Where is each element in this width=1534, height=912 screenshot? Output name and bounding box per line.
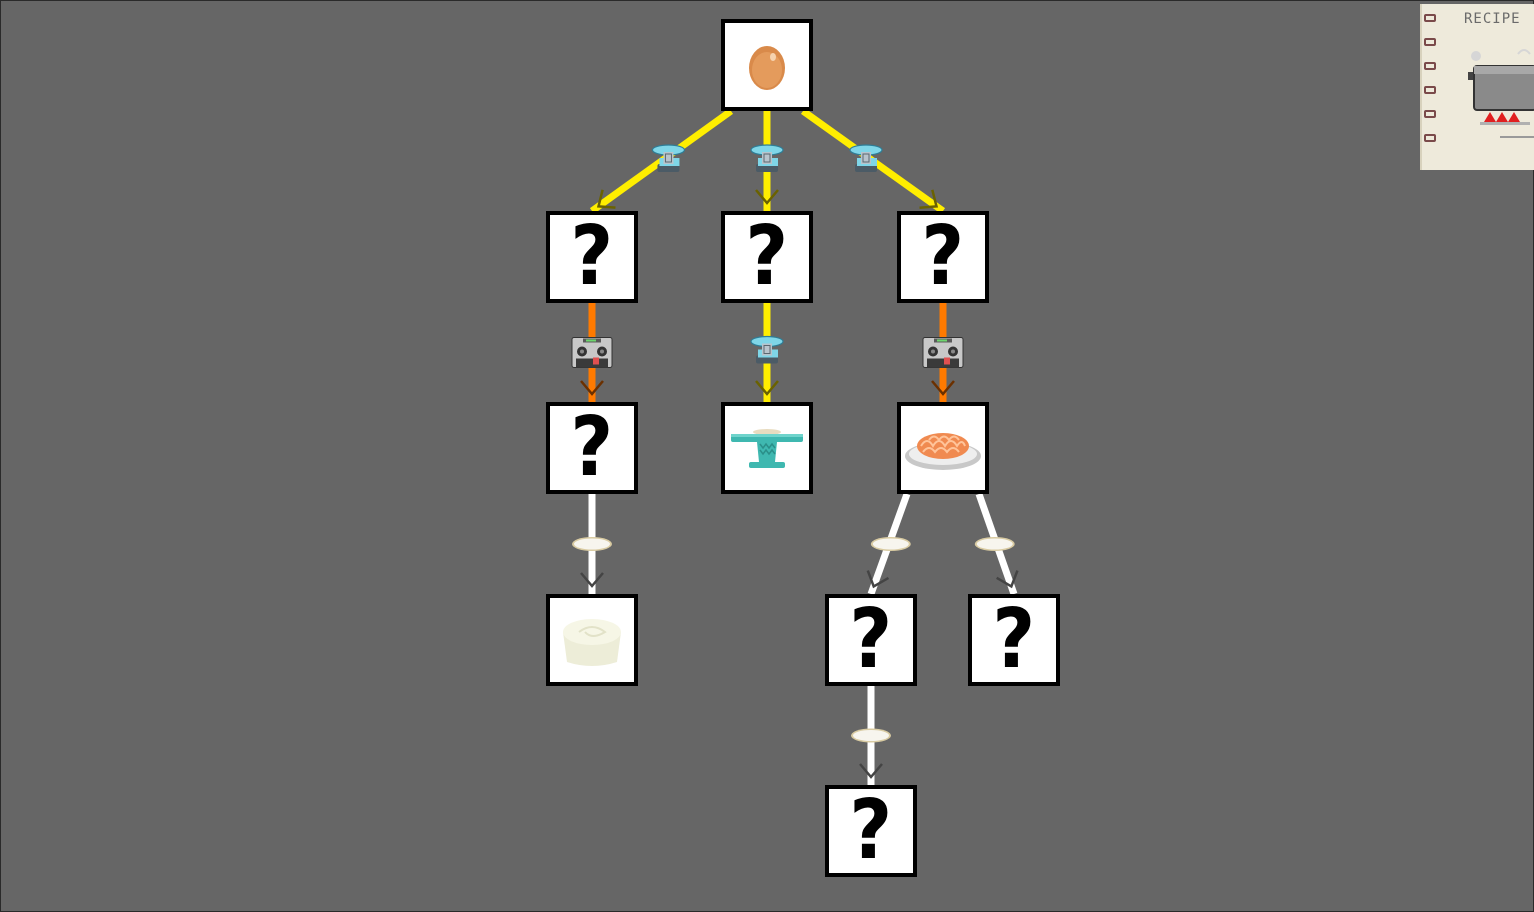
- recipe-node-pasta-dish-c[interactable]: ?: [825, 785, 917, 877]
- plate-icon: [974, 537, 1015, 551]
- recipe-edge: [851, 686, 891, 785]
- recipe-node-mix-right[interactable]: ?: [897, 211, 989, 303]
- stove-icon: [922, 337, 964, 368]
- spiral-ring-icon: [1424, 86, 1436, 94]
- cake-stand-icon: [727, 418, 807, 478]
- recipe-node-mix-middle[interactable]: ?: [721, 211, 813, 303]
- recipe-book-button[interactable]: RECIPE: [1420, 4, 1534, 170]
- unknown-item-mark: ?: [849, 783, 893, 878]
- arrow-head-icon: [859, 763, 883, 779]
- recipe-node-cake-stand[interactable]: [721, 402, 813, 494]
- plate-icon: [572, 537, 612, 551]
- arrow-head-icon: [919, 189, 939, 209]
- arrow-head-icon: [755, 380, 779, 396]
- arrow-head-icon: [755, 189, 779, 205]
- recipe-node-egg[interactable]: [721, 19, 813, 111]
- recipe-node-pasta-dish-b[interactable]: ?: [968, 594, 1060, 686]
- recipe-edge: [974, 492, 1019, 596]
- recipe-edge: [589, 108, 734, 214]
- spiral-ring-icon: [1424, 110, 1436, 118]
- recipe-edge: [866, 492, 911, 596]
- mixer-icon: [750, 335, 784, 364]
- pasta-plate-icon: [903, 418, 983, 478]
- recipe-node-mix-left[interactable]: ?: [546, 211, 638, 303]
- plate-icon: [851, 728, 891, 743]
- cream-bowl-icon: [557, 608, 627, 672]
- recipe-book-title: RECIPE: [1464, 11, 1521, 27]
- arrow-head-icon: [996, 570, 1019, 589]
- mixer-icon: [849, 144, 883, 172]
- arrow-head-icon: [580, 572, 604, 588]
- recipe-edge: [750, 303, 784, 402]
- cooking-pot-icon: [1468, 49, 1534, 138]
- recipe-node-pasta-dish-a[interactable]: ?: [825, 594, 917, 686]
- recipe-edge: [571, 303, 613, 402]
- unknown-item-mark: ?: [745, 209, 789, 304]
- spiral-ring-icon: [1424, 14, 1436, 22]
- unknown-item-mark: ?: [849, 592, 893, 687]
- recipe-edge: [800, 108, 946, 214]
- recipe-edge: [572, 494, 612, 594]
- stove-icon: [571, 337, 613, 368]
- unknown-item-mark: ?: [992, 592, 1036, 687]
- arrow-head-icon: [866, 570, 890, 589]
- recipe-node-pasta[interactable]: [897, 402, 989, 494]
- spiral-ring-icon: [1424, 38, 1436, 46]
- recipe-node-bowl[interactable]: [546, 594, 638, 686]
- mixer-icon: [651, 144, 686, 172]
- arrow-head-icon: [596, 189, 616, 209]
- recipe-edge: [922, 303, 964, 402]
- arrow-head-icon: [580, 380, 604, 396]
- unknown-item-mark: ?: [921, 209, 965, 304]
- arrow-head-icon: [931, 380, 955, 396]
- recipe-edge: [750, 111, 784, 211]
- spiral-ring-icon: [1424, 62, 1436, 70]
- plate-icon: [870, 537, 911, 551]
- egg-icon: [737, 35, 797, 95]
- unknown-item-mark: ?: [570, 209, 614, 304]
- recipe-node-cooked-left[interactable]: ?: [546, 402, 638, 494]
- mixer-icon: [750, 144, 784, 172]
- spiral-ring-icon: [1424, 134, 1436, 142]
- unknown-item-mark: ?: [570, 400, 614, 495]
